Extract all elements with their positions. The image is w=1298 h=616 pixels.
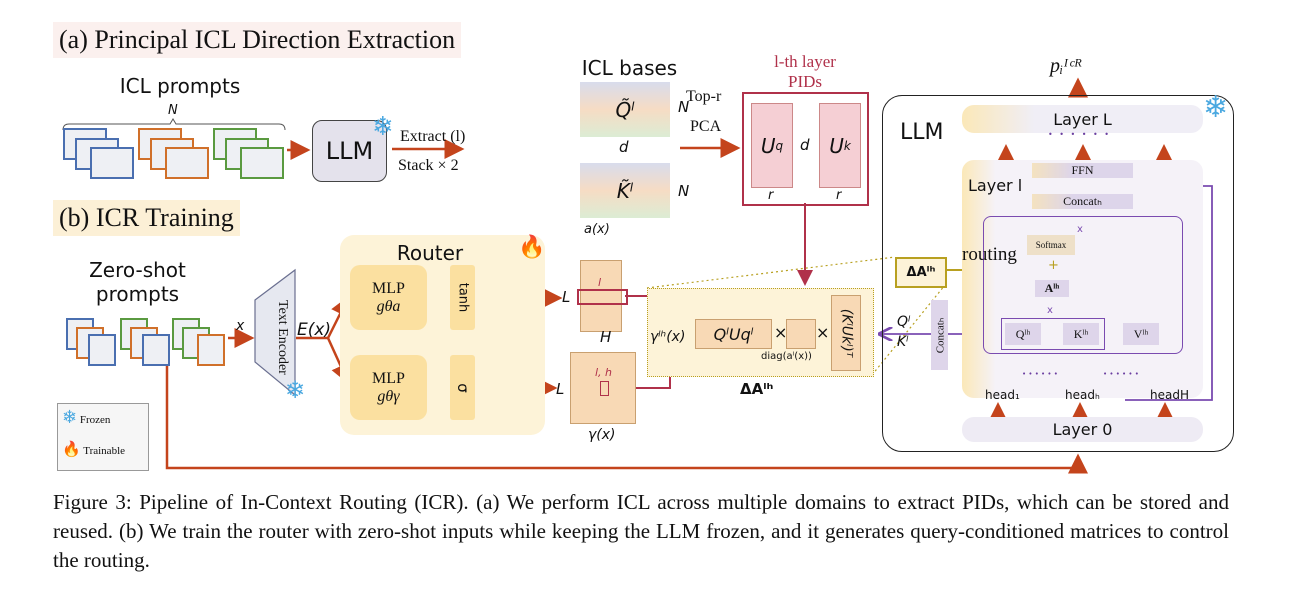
diag-matrix xyxy=(786,319,816,349)
tanh-box: tanh xyxy=(450,265,475,330)
q-box: Qˡʰ xyxy=(1005,323,1041,345)
concat-vertical: Concatₕ xyxy=(931,300,948,370)
yx-label: γ(x) xyxy=(588,427,616,443)
output-label: pᵢᴵᶜᴿ xyxy=(1050,55,1083,77)
routing-label: routing xyxy=(962,244,1017,265)
delta-a-label: ΔAˡʰ xyxy=(740,380,774,398)
head-h[interactable]: headₕ xyxy=(1065,388,1100,402)
L-label-a: L xyxy=(562,288,571,306)
snowflake-icon: ❄ xyxy=(1203,90,1229,125)
top-r-label: Top-r xyxy=(686,88,722,105)
ax-label: a(x) xyxy=(584,222,610,237)
layer-0: Layer 0 xyxy=(962,417,1203,442)
pca-label: PCA xyxy=(690,118,722,135)
qk-group xyxy=(1001,318,1105,350)
diag-label: diag(aˡ(x)) xyxy=(761,351,812,362)
extract-label: Extract (l) xyxy=(400,128,466,145)
figure-caption: Figure 3: Pipeline of In-Context Routing… xyxy=(53,490,1229,572)
section-a-title: (a) Principal ICL Direction Extraction xyxy=(53,22,462,58)
llm-box: LLM xyxy=(312,120,387,182)
text-encoder: Text Encoder xyxy=(275,300,290,375)
legend-frozen: Frozen xyxy=(79,414,111,426)
ax-matrix xyxy=(580,260,622,332)
x-label: x xyxy=(236,318,245,334)
r-label-q: r xyxy=(768,188,774,203)
ffn-box: FFN xyxy=(1032,163,1133,178)
head-dots-1: • • • • • • xyxy=(1022,370,1058,378)
llm-panel xyxy=(882,95,1234,452)
attention-matrix: Aˡʰ xyxy=(1035,280,1069,297)
times-x-2: x xyxy=(1047,305,1053,316)
concat-box: Concatₕ xyxy=(1032,194,1133,209)
ex-label: E(x) xyxy=(297,320,332,340)
snowflake-icon: ❄ xyxy=(62,407,78,427)
yx-entry-highlight xyxy=(600,381,609,396)
sigma-box: σ xyxy=(450,355,475,420)
ylh-label: γˡʰ(x) xyxy=(650,329,686,345)
d-label: d xyxy=(619,138,629,156)
k-tilde-matrix: K̃ˡ xyxy=(580,163,670,218)
head-1[interactable]: head₁ xyxy=(985,388,1020,402)
fire-icon: 🔥 xyxy=(62,442,81,458)
head-H[interactable]: headH xyxy=(1150,388,1189,402)
layer-l-label: Layer l xyxy=(968,176,1023,195)
legend-trainable: Trainable xyxy=(83,445,126,457)
delta-a-computation: γˡʰ(x) QˡUqˡ × diag(aˡ(x)) × (KˡUkˡ)ᵀ xyxy=(647,288,874,377)
H-label: H xyxy=(600,328,612,346)
text-encoder-shape xyxy=(254,268,296,397)
layer-dots-top: • • • • • • xyxy=(1048,130,1112,139)
n-label: N xyxy=(168,103,178,118)
snowflake-icon: ❄ xyxy=(372,112,394,142)
n-label-q: N xyxy=(678,98,690,116)
snowflake-icon: ❄ xyxy=(285,376,306,404)
ql-label: Qˡ xyxy=(897,314,911,330)
k-box: Kˡʰ xyxy=(1063,323,1099,345)
delta-a-box: ΔAˡʰ xyxy=(895,257,947,288)
times-x-1: x xyxy=(1077,224,1083,235)
router-title: Router xyxy=(396,241,464,265)
qu-matrix: QˡUqˡ xyxy=(695,319,772,349)
layer-L: Layer L xyxy=(962,105,1203,133)
stack-label: Stack × 2 xyxy=(398,157,459,174)
legend: ❄ Frozen 🔥 Trainable xyxy=(57,403,149,471)
yx-matrix xyxy=(570,352,636,424)
l-label: l xyxy=(598,276,602,289)
times-2: × xyxy=(816,323,830,342)
L-label-y: L xyxy=(556,380,565,398)
d-label-pids: d xyxy=(800,136,810,154)
ax-row-highlight xyxy=(577,289,628,305)
icl-prompts-label: ICL prompts xyxy=(119,74,241,98)
plus-sign: + xyxy=(1048,258,1059,273)
q-tilde-matrix: Q̃ˡ xyxy=(580,82,670,137)
head-dots-2: • • • • • • xyxy=(1103,370,1139,378)
llm-panel-title: LLM xyxy=(900,120,944,145)
ku-matrix: (KˡUkˡ)ᵀ xyxy=(831,295,861,371)
r-label-k: r xyxy=(836,188,842,203)
softmax-box: Softmax xyxy=(1027,235,1075,255)
kl-label: Kˡ xyxy=(897,334,909,350)
lh-label: l, h xyxy=(595,366,613,379)
n-label-k: N xyxy=(678,182,690,200)
attention-head-box xyxy=(983,216,1183,354)
icl-bases-label: ICL bases xyxy=(581,56,678,80)
times-1: × xyxy=(774,323,788,342)
v-box: Vˡʰ xyxy=(1123,323,1159,345)
fire-icon: 🔥 xyxy=(518,235,546,260)
section-b-title: (b) ICR Training xyxy=(53,200,240,236)
